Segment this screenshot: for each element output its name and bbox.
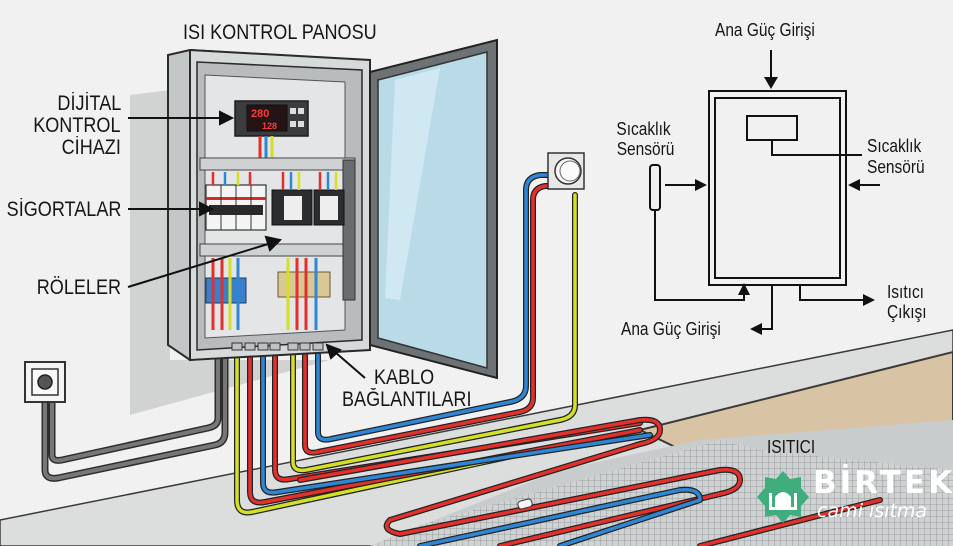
schematic-heater-output-1: Isıtıcı [887, 282, 924, 302]
terminal-block-beige [277, 271, 331, 298]
callout-controller-1: DİJİTAL [57, 92, 121, 115]
controller-display-bottom: 128 [262, 121, 277, 131]
schematic-top-input: Ana Güç Girişi [715, 20, 815, 40]
panel-title: ISI KONTROL PANOSU [183, 21, 377, 44]
power-cable [41, 351, 229, 482]
callout-cables-1: KABLO [374, 366, 435, 389]
schematic-right-sensor-2: Sensörü [867, 157, 925, 177]
schematic-left-sensor-2: Sensörü [616, 139, 675, 159]
schematic-box-inner [714, 97, 841, 279]
callout-fuses: SİGORTALAR [6, 198, 121, 221]
schematic [649, 50, 880, 335]
callout-relays: RÖLELER [36, 276, 121, 299]
relays [271, 189, 345, 226]
schematic-box-outer [708, 90, 847, 286]
controller-display-top: 280 [251, 108, 269, 120]
fuses [205, 184, 267, 231]
floor-wires [234, 172, 883, 546]
callout-arrows [127, 110, 366, 379]
panel-door [369, 38, 498, 380]
schematic-heater-output-2: Çıkışı [887, 302, 927, 322]
wall-socket-icon [24, 361, 66, 403]
brand-tagline: cami ısıtma [817, 500, 927, 522]
cable-joint [517, 498, 533, 510]
callout-cables-2: BAĞLANTILARI [342, 388, 472, 411]
control-panel: 280 128 [167, 48, 371, 362]
brand-name: BİRTEK [813, 465, 953, 501]
brand-logo: BİRTEK cami ısıtma [755, 465, 952, 535]
room-thermostat-icon [547, 152, 585, 190]
callout-controller-3: CİHAZI [61, 136, 121, 159]
floor-heater-label: ISITICI [767, 437, 816, 457]
schematic-left-sensor-1: Sıcaklık [616, 119, 671, 139]
schematic-right-sensor-1: Sıcaklık [867, 136, 922, 156]
mosque-badge-icon [757, 471, 809, 523]
schematic-bottom-input: Ana Güç Girişi [621, 319, 721, 339]
callout-controller-2: KONTROL [33, 114, 121, 137]
